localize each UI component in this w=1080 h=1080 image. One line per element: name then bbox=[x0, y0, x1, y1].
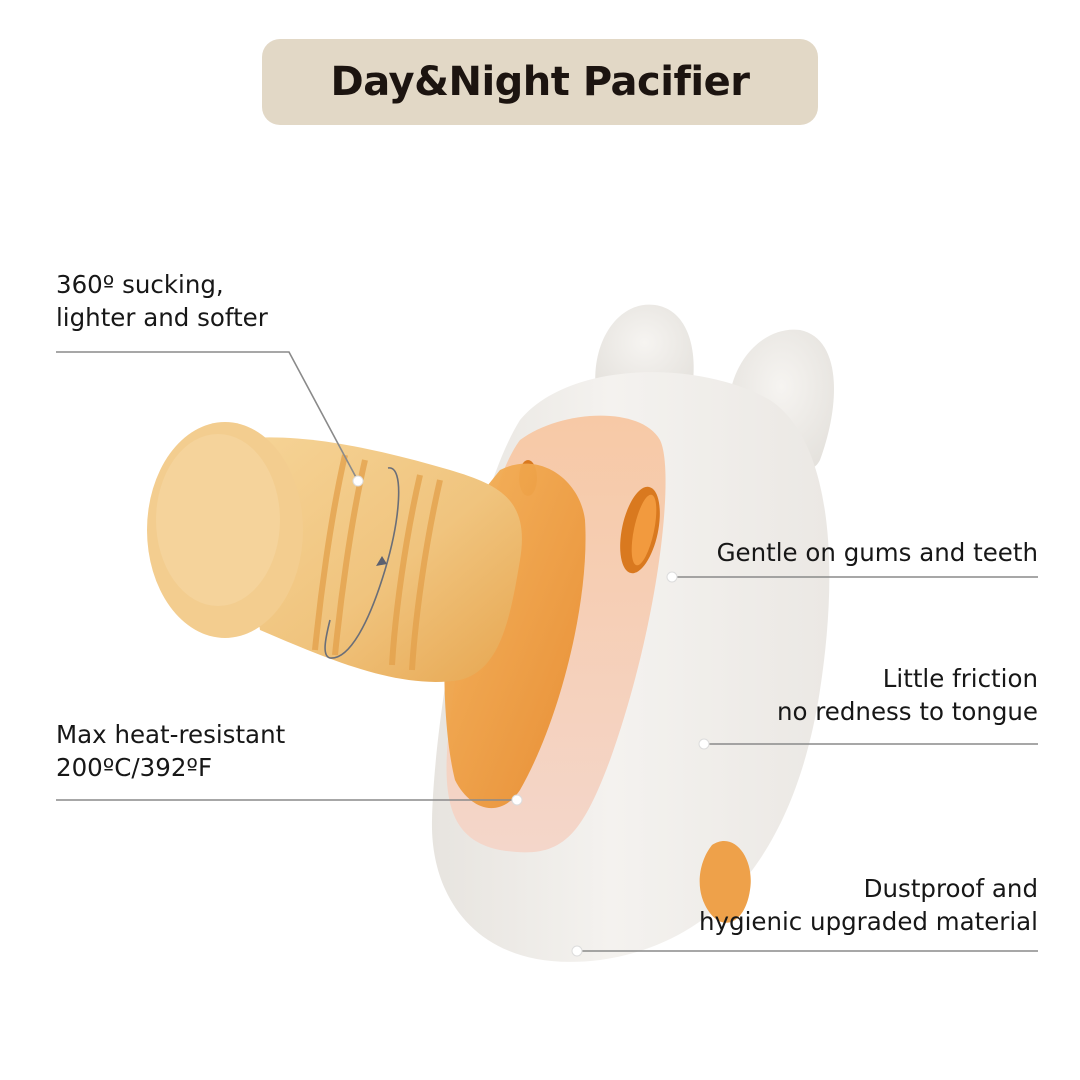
page-title: Day&Night Pacifier bbox=[330, 59, 750, 105]
callout-little-friction: Little friction no redness to tongue bbox=[777, 662, 1038, 728]
callout-heat-resistant: Max heat-resistant 200ºC/392ºF bbox=[56, 718, 285, 784]
callout-text: no redness to tongue bbox=[776, 697, 1038, 726]
callout-text: Gentle on gums and teeth bbox=[716, 538, 1038, 567]
callout-text: lighter and softer bbox=[56, 303, 268, 332]
callout-text: Max heat-resistant bbox=[56, 720, 286, 749]
callout-dustproof: Dustproof and hygienic upgraded material bbox=[699, 872, 1038, 938]
callout-text: Little friction bbox=[882, 664, 1038, 693]
callout-gentle-gums: Gentle on gums and teeth bbox=[717, 536, 1038, 569]
callout-360-sucking: 360º sucking, lighter and softer bbox=[56, 268, 268, 334]
callout-text: 200ºC/392ºF bbox=[56, 753, 213, 782]
callout-text: Dustproof and bbox=[863, 874, 1038, 903]
back-handle bbox=[699, 841, 751, 923]
callout-text: hygienic upgraded material bbox=[699, 907, 1038, 936]
title-pill: Day&Night Pacifier bbox=[262, 39, 818, 125]
callout-text: 360º sucking, bbox=[56, 270, 224, 299]
